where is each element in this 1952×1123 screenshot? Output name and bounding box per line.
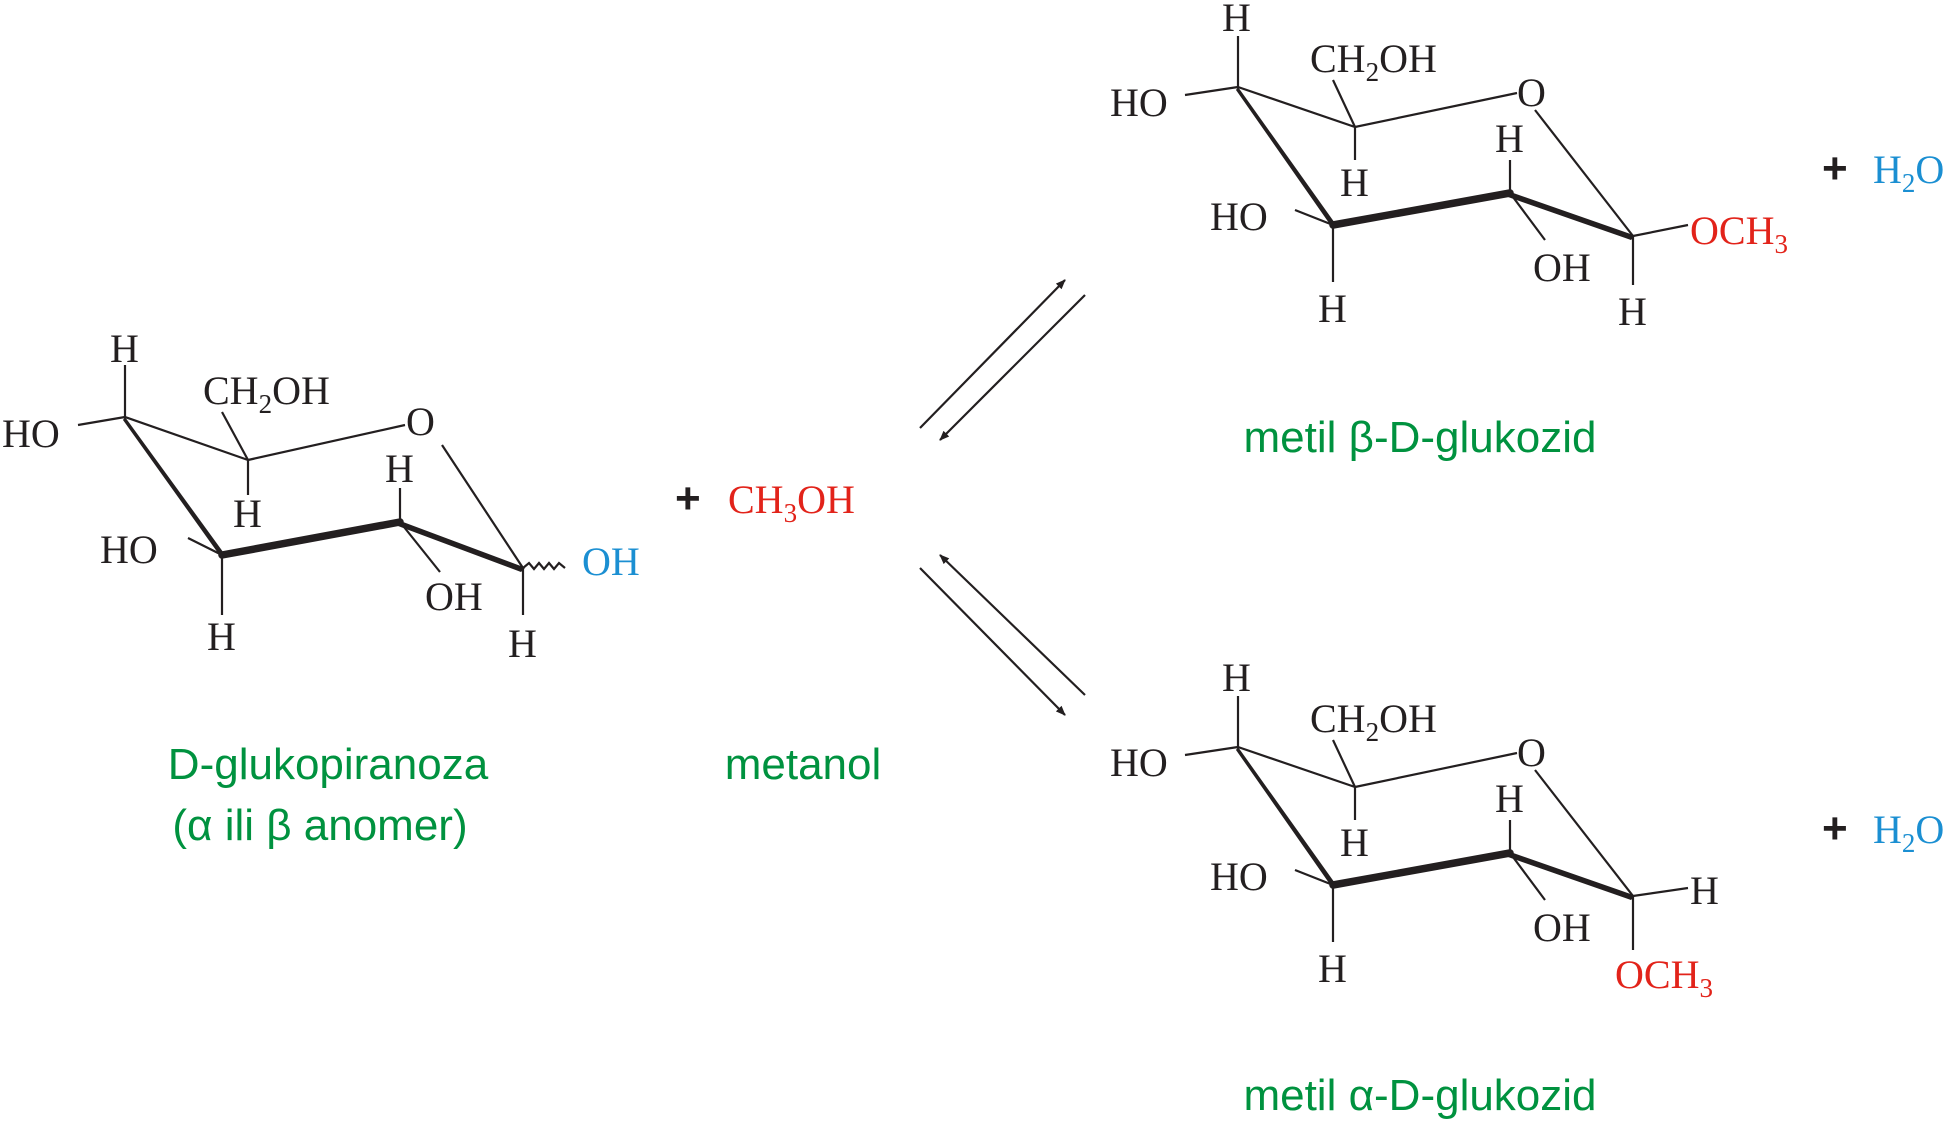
reactant-c1-h: H [508, 621, 537, 666]
forward-arrow-alpha [919, 567, 1066, 716]
beta-c5-h: H [1340, 160, 1369, 205]
reactant-c4-h: H [110, 326, 139, 371]
alpha-c3-oh: HO [1210, 854, 1268, 899]
beta-c3-h: H [1318, 286, 1347, 331]
alpha-c1-h: H [1690, 868, 1719, 913]
alpha-ch2oh: CH2OH [1310, 696, 1437, 747]
beta-c3-oh: HO [1210, 194, 1268, 239]
reactant-name-line2: (α ili β anomer) [172, 801, 467, 850]
alpha-c2-h: H [1495, 776, 1524, 821]
reactant-c3-h: H [207, 614, 236, 659]
beta-c2-h: H [1495, 116, 1524, 161]
reagent-methanol: + CH3OH metanol [675, 474, 881, 789]
alpha-c3-h: H [1318, 946, 1347, 991]
reagent-plus-sign: + [675, 474, 701, 523]
reactant-ring-o: O [406, 399, 435, 444]
alpha-c4-oh: HO [1110, 740, 1168, 785]
reverse-arrow-alpha [939, 554, 1086, 696]
reactant-bonds [77, 365, 566, 615]
alpha-c2-oh: OH [1533, 905, 1591, 950]
reactant-c3-oh: HO [100, 527, 158, 572]
beta-c4-h: H [1222, 0, 1251, 40]
beta-c4-oh: HO [1110, 80, 1168, 125]
reactant-c2-h: H [385, 446, 414, 491]
alpha-ring-o: O [1517, 730, 1546, 775]
reactant-name-line1: D-glukopiranoza [168, 740, 489, 789]
alpha-bonds [1184, 696, 1689, 950]
beta-glucoside: H HO CH2OH O H H HO OH H H OCH3 + H2O me… [1110, 0, 1944, 462]
reactant-c4-oh: HO [2, 411, 60, 456]
beta-methoxy-group: OCH3 [1690, 208, 1788, 259]
equilibrium-arrows-alpha [919, 554, 1086, 716]
beta-ring-o: O [1517, 70, 1546, 115]
beta-bonds [1184, 36, 1689, 285]
forward-arrow-beta [919, 279, 1066, 429]
beta-c1-h: H [1618, 289, 1647, 334]
equilibrium-arrows-beta [919, 279, 1086, 441]
alpha-glucoside: H HO CH2OH O H H HO OH H H OCH3 + H2O me… [1110, 655, 1944, 1120]
beta-product-name: metil β-D-glukozid [1244, 413, 1597, 462]
reverse-arrow-beta [939, 294, 1086, 441]
reagent-name: metanol [725, 740, 882, 789]
alpha-c4-h: H [1222, 655, 1251, 700]
alpha-plus-sign: + [1822, 804, 1848, 853]
methanol-formula: CH3OH [728, 477, 855, 528]
beta-water: H2O [1873, 147, 1944, 198]
alpha-c5-h: H [1340, 820, 1369, 865]
reactant-ch2oh: CH2OH [203, 368, 330, 419]
alpha-methoxy-group: OCH3 [1615, 952, 1713, 1003]
reactant-c2-oh: OH [425, 574, 483, 619]
beta-ch2oh: CH2OH [1310, 36, 1437, 87]
reactant-anomeric-oh: OH [582, 539, 640, 584]
beta-c2-oh: OH [1533, 245, 1591, 290]
beta-plus-sign: + [1822, 144, 1848, 193]
alpha-product-name: metil α-D-glukozid [1243, 1071, 1596, 1120]
reactant-glucopyranose: H HO CH2OH O H H HO OH OH H H D-glukopir… [2, 326, 640, 850]
alpha-water: H2O [1873, 807, 1944, 858]
reactant-c5-h: H [233, 491, 262, 536]
